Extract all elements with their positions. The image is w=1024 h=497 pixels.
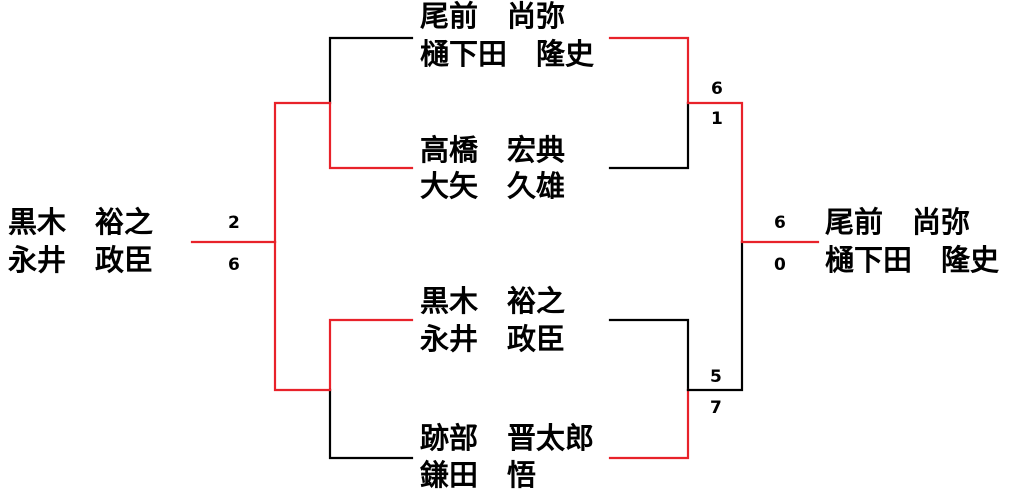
right-line-top-b bbox=[608, 101, 690, 170]
team-right-final-line2: 樋下田 隆史 bbox=[825, 243, 999, 277]
score-right-final-bottom: 0 bbox=[774, 255, 786, 275]
team-right-final: 尾前 尚弥 樋下田 隆史 bbox=[825, 205, 999, 277]
left-line-top-a bbox=[328, 36, 414, 105]
team-left-final: 黒木 裕之 永井 政臣 bbox=[8, 205, 153, 277]
score-right-final-top: 6 bbox=[774, 213, 786, 233]
left-line-bottom-a bbox=[328, 318, 414, 392]
team-bottom-a-line1: 黒木 裕之 bbox=[420, 284, 565, 318]
right-line-top-a bbox=[608, 36, 690, 105]
left-line-top-join bbox=[273, 101, 332, 244]
left-line-bottom-join bbox=[273, 240, 332, 392]
score-right-lower-bottom: 7 bbox=[710, 398, 722, 418]
team-top-b: 高橋 宏典 大矢 久雄 bbox=[420, 133, 565, 203]
score-left-final-bottom: 6 bbox=[228, 255, 240, 275]
right-line-bottom-join bbox=[686, 240, 744, 392]
score-left-final: 2 6 bbox=[228, 213, 240, 275]
team-top-b-line1: 高橋 宏典 bbox=[420, 133, 565, 167]
right-line-top-join bbox=[686, 101, 744, 244]
team-bottom-b-line1: 跡部 晋太郎 bbox=[420, 421, 594, 455]
left-bracket-lines bbox=[190, 36, 414, 460]
team-bottom-b: 跡部 晋太郎 鎌田 悟 bbox=[420, 421, 594, 492]
team-bottom-b-line2: 鎌田 悟 bbox=[420, 458, 536, 492]
team-left-final-line1: 黒木 裕之 bbox=[8, 205, 153, 239]
team-top-a: 尾前 尚弥 樋下田 隆史 bbox=[420, 0, 594, 71]
right-bracket-lines bbox=[608, 36, 820, 460]
left-line-top-b bbox=[328, 101, 414, 170]
team-right-final-line1: 尾前 尚弥 bbox=[825, 205, 970, 239]
team-top-b-line2: 大矢 久雄 bbox=[420, 169, 565, 203]
score-right-upper-top: 6 bbox=[711, 79, 723, 99]
team-top-a-line2: 樋下田 隆史 bbox=[420, 37, 594, 71]
score-right-upper: 6 1 bbox=[711, 79, 723, 129]
score-left-final-top: 2 bbox=[228, 213, 240, 233]
team-top-a-line1: 尾前 尚弥 bbox=[420, 0, 565, 33]
team-left-final-line2: 永井 政臣 bbox=[8, 243, 153, 277]
right-line-bottom-b bbox=[608, 388, 690, 460]
score-right-lower: 5 7 bbox=[710, 367, 722, 418]
score-right-upper-bottom: 1 bbox=[711, 109, 723, 129]
right-line-bottom-a bbox=[608, 318, 690, 392]
score-right-final: 6 0 bbox=[774, 213, 786, 275]
left-line-bottom-b bbox=[328, 388, 414, 460]
team-bottom-a-line2: 永井 政臣 bbox=[420, 322, 565, 356]
score-right-lower-top: 5 bbox=[710, 367, 722, 387]
team-bottom-a: 黒木 裕之 永井 政臣 bbox=[420, 284, 565, 356]
